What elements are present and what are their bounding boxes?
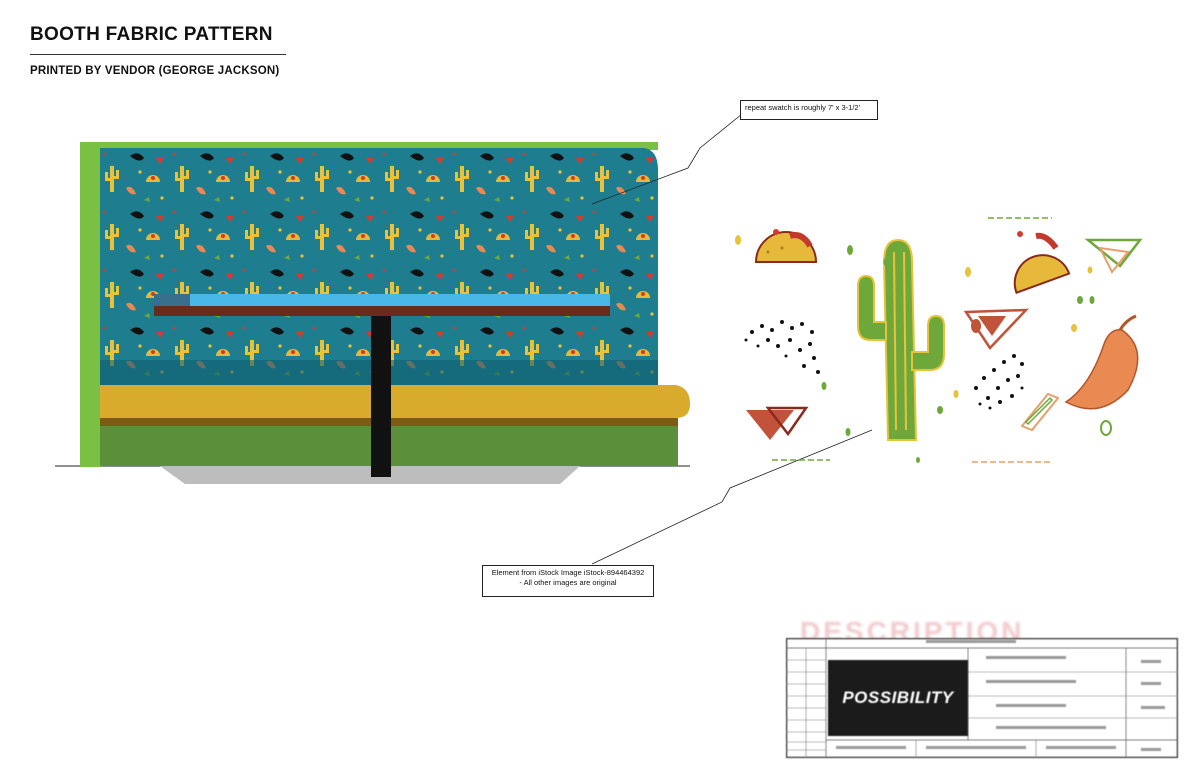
repeat-swatch-callout: repeat swatch is roughly 7' x 3-1/2' <box>740 100 878 120</box>
title-block-ghost-text: DESCRIPTION <box>800 616 1025 640</box>
callout-leader-repeat <box>591 113 743 205</box>
diamond-graphic <box>1020 238 1143 432</box>
table-apron <box>154 306 610 316</box>
taco-illustration <box>754 229 818 263</box>
booth-shadow <box>160 466 580 484</box>
table-top-edge <box>154 294 190 306</box>
element-source-line-2: - All other images are original <box>519 578 617 587</box>
table-top-surface <box>154 294 610 306</box>
dotted-blob <box>744 320 820 374</box>
pattern-swatch <box>735 217 1143 463</box>
cactus-illustration <box>857 238 945 441</box>
dotted-blob-2 <box>974 354 1024 410</box>
triangle-graphic <box>746 406 809 440</box>
page-subtitle: PRINTED BY VENDOR (GEORGE JACKSON) <box>30 65 280 77</box>
table-pedestal <box>371 316 391 477</box>
confetti <box>735 235 1112 463</box>
booth-frame-top <box>80 142 658 150</box>
booth-seat-cushion <box>100 385 690 418</box>
booth-frame-side <box>80 142 102 467</box>
page-title: BOOTH FABRIC PATTERN <box>30 24 273 45</box>
callout-leader-element <box>591 429 873 565</box>
repeat-swatch-note: repeat swatch is roughly 7' x 3-1/2' <box>745 103 861 112</box>
firm-logo: POSSIBILITY <box>828 660 968 736</box>
title-underline <box>30 54 286 55</box>
element-source-callout: Element from iStock Image iStock-8944643… <box>482 565 654 597</box>
taco-illustration-2 <box>1013 231 1071 295</box>
pepper-illustration <box>1064 314 1139 410</box>
element-source-line-1: Element from iStock Image iStock-8944643… <box>491 568 645 577</box>
fabric-backrest <box>100 148 658 385</box>
